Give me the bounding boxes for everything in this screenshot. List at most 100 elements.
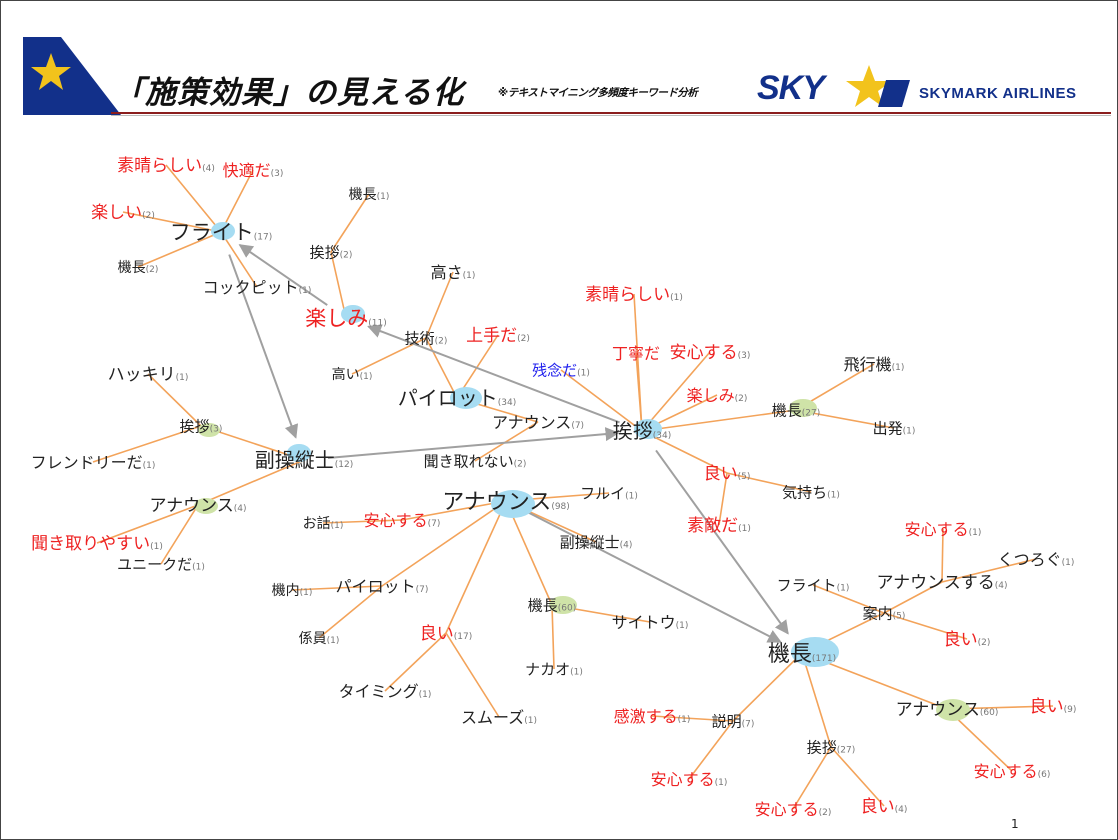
node-aisatsu_anshin: 安心する(3) bbox=[670, 343, 751, 363]
node-count: (1) bbox=[892, 363, 905, 373]
node-label: タイミング bbox=[339, 682, 419, 701]
node-count: (4) bbox=[895, 805, 908, 815]
node-aisatsu_hikouki: 飛行機(1) bbox=[844, 355, 905, 374]
node-aisatsu_kicho: 機長(27) bbox=[772, 401, 821, 419]
link-flight-fukusou bbox=[228, 254, 299, 439]
node-kicho_aisatsu: 挨拶(27) bbox=[807, 738, 856, 756]
node-flight_kicho: 機長(2) bbox=[118, 260, 159, 276]
node-aisatsu: 挨拶(34) bbox=[613, 419, 671, 443]
node-count: (60) bbox=[558, 603, 576, 613]
node-pilot_takasa: 高さ(1) bbox=[431, 263, 476, 282]
link-tanoshimi-flight bbox=[238, 244, 328, 306]
bubble-kicho bbox=[791, 637, 839, 667]
link-announce-kicho bbox=[526, 511, 782, 643]
edge-kicho_announce_suru-kicho_kutsurogu bbox=[941, 558, 1037, 583]
node-count: (2) bbox=[435, 336, 448, 346]
node-count: (1) bbox=[360, 372, 373, 382]
node-label: アナウンス bbox=[442, 490, 551, 515]
node-aisatsu_yoi: 良い(5) bbox=[704, 464, 751, 484]
edge-flight-flight_kaiteki bbox=[220, 169, 254, 233]
sky-logo: SKY bbox=[757, 69, 825, 107]
sky-star-icon bbox=[846, 65, 892, 107]
edge-kicho_annai-kicho_yoi bbox=[883, 612, 968, 640]
node-announce_pilot: パイロット(7) bbox=[336, 577, 429, 596]
link-fukusou-aisatsu bbox=[327, 427, 620, 459]
bubble-fukusou_aisatsu bbox=[198, 423, 220, 437]
node-tanoshimi_aisatsu: 挨拶(2) bbox=[310, 243, 353, 261]
node-label: 気持ち bbox=[782, 483, 827, 501]
node-label: スムーズ bbox=[461, 708, 524, 727]
tail-logo-icon bbox=[23, 37, 121, 115]
node-count: (7) bbox=[742, 719, 755, 729]
node-label: 機長 bbox=[772, 401, 802, 419]
node-label: アナウンスする bbox=[876, 573, 994, 593]
node-label: アナウンス bbox=[896, 700, 980, 720]
edge-kicho_aisatsu-kicho_aisatsu_yoi bbox=[830, 746, 885, 807]
node-kicho_yoi: 良い(2) bbox=[944, 630, 991, 650]
node-label: 良い bbox=[1030, 697, 1064, 717]
node-kicho_anshin: 安心する(1) bbox=[905, 520, 982, 539]
bubble-aisatsu_kicho bbox=[789, 399, 817, 417]
node-count: (1) bbox=[715, 778, 728, 788]
node-label: 感激する bbox=[614, 707, 678, 726]
edge-pilot_gijutsu-pilot_takasa bbox=[425, 271, 454, 339]
node-label: 楽しみ bbox=[305, 307, 368, 331]
node-label: 良い bbox=[420, 624, 454, 644]
node-label: 挨拶 bbox=[807, 738, 837, 756]
node-count: (1) bbox=[903, 426, 916, 436]
node-label: フルイ bbox=[580, 484, 625, 502]
node-count: (1) bbox=[678, 715, 691, 725]
node-count: (11) bbox=[368, 319, 386, 329]
edge-tanoshimi-tanoshimi_aisatsu bbox=[330, 251, 347, 319]
node-flight_subarashii: 素晴らしい(4) bbox=[117, 156, 215, 176]
edge-announce_pilot-announce_kakari bbox=[318, 585, 383, 639]
node-count: (171) bbox=[812, 654, 836, 664]
edge-aisatsu-aisatsu_zanen bbox=[560, 369, 643, 432]
node-label: 良い bbox=[704, 464, 738, 484]
node-count: (1) bbox=[192, 562, 205, 572]
node-fukusou: 副操縦士(12) bbox=[255, 448, 353, 472]
node-count: (1) bbox=[524, 716, 537, 726]
node-aisatsu_subarashii: 素晴らしい(1) bbox=[585, 285, 683, 305]
edge-kicho_annai-kicho_announce_suru bbox=[883, 581, 943, 614]
node-count: (3) bbox=[738, 351, 751, 361]
edge-flight-flight_kicho bbox=[137, 231, 222, 268]
node-label: 良い bbox=[861, 797, 895, 817]
node-label: 安心する bbox=[670, 343, 738, 363]
node-label: 挨拶 bbox=[310, 243, 340, 261]
node-kicho_announce_suru: アナウンスする(4) bbox=[876, 573, 1007, 593]
node-kicho_setsumei_anshin: 安心する(1) bbox=[651, 770, 728, 789]
node-label: 素晴らしい bbox=[585, 285, 670, 305]
node-kicho_announce: アナウンス(60) bbox=[896, 700, 999, 720]
node-fukusou_kikitoriyasui: 聞き取りやすい(1) bbox=[31, 534, 163, 554]
node-kicho_announce_anshin: 安心する(6) bbox=[974, 762, 1051, 781]
edge-aisatsu_yoi-aisatsu_suteki bbox=[718, 472, 728, 526]
edge-announce_anshin-announce_ohanashi bbox=[322, 519, 403, 524]
node-count: (1) bbox=[827, 490, 840, 500]
node-kicho_flight: フライト(1) bbox=[777, 576, 850, 594]
node-count: (1) bbox=[676, 621, 689, 631]
edge-pilot-pilot_gijutsu bbox=[425, 337, 458, 399]
slide-subtitle: ※テキストマイニング多頻度キーワード分析 bbox=[498, 87, 698, 99]
node-label: 説明 bbox=[712, 712, 742, 730]
edge-announce_pilot-announce_kinai bbox=[291, 585, 383, 591]
node-count: (27) bbox=[802, 408, 820, 418]
node-flight_kaiteki: 快適だ(3) bbox=[223, 161, 284, 180]
node-count: (1) bbox=[150, 542, 163, 552]
node-count: (1) bbox=[670, 293, 683, 303]
node-label: 安心する bbox=[974, 762, 1038, 781]
node-aisatsu_zanen: 残念だ(1) bbox=[532, 361, 590, 379]
bubble-announce_kicho bbox=[549, 596, 577, 614]
edge-tanoshimi_aisatsu-tanoshimi_kicho bbox=[330, 193, 370, 253]
edge-fukusou_aisatsu-fukusou_friendly bbox=[92, 425, 202, 463]
node-label: 安心する bbox=[755, 800, 819, 819]
node-announce_kicho: 機長(60) bbox=[528, 596, 577, 614]
node-label: 楽しみ bbox=[687, 386, 735, 405]
edge-kicho_aisatsu-kicho_aisatsu_anshin bbox=[792, 746, 832, 810]
bubble-tanoshimi bbox=[341, 305, 365, 323]
link-layer bbox=[228, 244, 789, 643]
edge-announce_yoi-announce_timing bbox=[384, 632, 447, 692]
node-kicho_aisatsu_yoi: 良い(4) bbox=[861, 797, 908, 817]
